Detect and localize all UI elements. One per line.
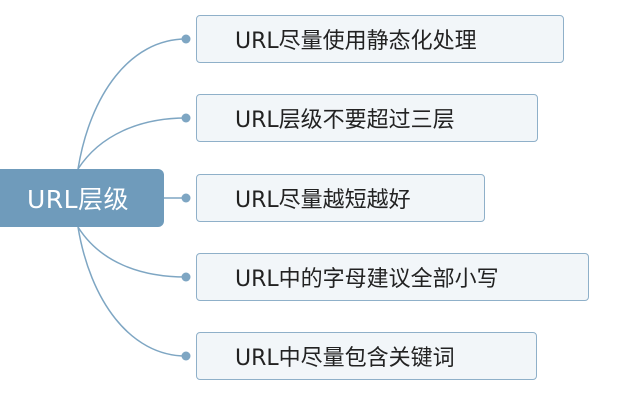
child-node-label: URL层级不要超过三层 (235, 108, 455, 133)
child-node-label: URL中尽量包含关键词 (235, 346, 455, 371)
connector-line-2 (77, 117, 187, 170)
child-node-label: URL尽量使用静态化处理 (235, 29, 477, 54)
connector-line-4 (77, 226, 187, 278)
child-node-include-keywords[interactable]: URL中尽量包含关键词 (196, 332, 537, 380)
child-node-lowercase-letters[interactable]: URL中的字母建议全部小写 (196, 253, 589, 301)
child-node-shorter-is-better[interactable]: URL尽量越短越好 (196, 174, 485, 222)
child-node-static-url[interactable]: URL尽量使用静态化处理 (196, 15, 564, 63)
root-node-label: URL层级 (26, 185, 130, 214)
root-node[interactable]: URL层级 (0, 169, 164, 227)
connector-dot-1 (181, 34, 191, 44)
connector-dot-4 (181, 272, 191, 282)
child-node-max-three-levels[interactable]: URL层级不要超过三层 (196, 94, 538, 142)
connector-dot-2 (181, 113, 191, 123)
connector-dot-5 (181, 351, 191, 361)
connector-line-1 (77, 38, 187, 170)
connector-dot-3 (181, 193, 191, 203)
connector-line-5 (77, 226, 187, 357)
child-node-label: URL尽量越短越好 (235, 188, 411, 213)
child-node-label: URL中的字母建议全部小写 (235, 267, 499, 292)
